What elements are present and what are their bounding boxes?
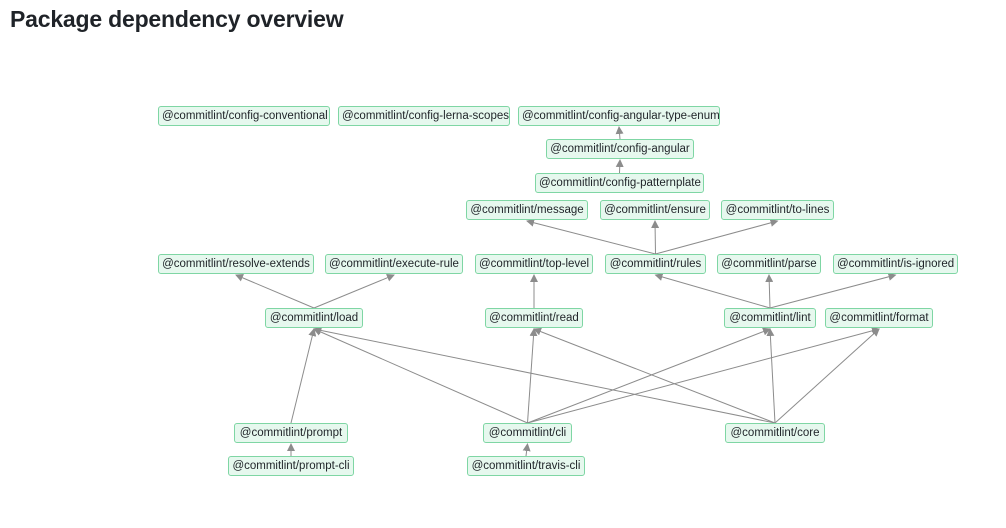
edge-core-to-read (533, 327, 776, 424)
package-node-core[interactable]: @commitlint/core (725, 423, 825, 443)
edge-load-to-resolve-extends (235, 274, 315, 309)
package-node-resolve-extends[interactable]: @commitlint/resolve-extends (158, 254, 314, 274)
edge-lint-to-rules (654, 273, 771, 309)
edge-cli-to-lint (527, 327, 771, 424)
package-node-lint[interactable]: @commitlint/lint (724, 308, 816, 328)
package-node-prompt-cli[interactable]: @commitlint/prompt-cli (228, 456, 354, 476)
package-node-config-angular-type-enum[interactable]: @commitlint/config-angular-type-enum (518, 106, 720, 126)
edge-prompt-to-load (290, 328, 317, 424)
edge-cli-to-format (527, 326, 880, 424)
edge-cli-to-read (527, 328, 538, 424)
edge-core-to-format (774, 328, 880, 424)
edge-lint-to-parse (765, 274, 774, 309)
edge-rules-to-ensure (651, 220, 660, 255)
package-node-config-angular[interactable]: @commitlint/config-angular (546, 139, 694, 159)
package-node-config-patternplate[interactable]: @commitlint/config-patternplate (535, 173, 704, 193)
package-node-to-lines[interactable]: @commitlint/to-lines (721, 200, 834, 220)
package-node-format[interactable]: @commitlint/format (825, 308, 933, 328)
package-node-execute-rule[interactable]: @commitlint/execute-rule (325, 254, 463, 274)
package-node-ensure[interactable]: @commitlint/ensure (600, 200, 710, 220)
edge-cli-to-load (313, 328, 528, 424)
package-node-parse[interactable]: @commitlint/parse (717, 254, 821, 274)
edge-core-to-lint (766, 328, 776, 424)
edge-config-patternplate-to-config-angular (615, 159, 624, 174)
package-node-cli[interactable]: @commitlint/cli (483, 423, 572, 443)
package-node-prompt[interactable]: @commitlint/prompt (234, 423, 348, 443)
package-node-load[interactable]: @commitlint/load (265, 308, 363, 328)
page-title: Package dependency overview (10, 6, 344, 32)
edge-lint-to-is-ignored (769, 272, 897, 309)
package-node-travis-cli[interactable]: @commitlint/travis-cli (467, 456, 585, 476)
edge-travis-cli-to-cli (522, 443, 531, 457)
edge-rules-to-message (526, 218, 656, 255)
edge-config-angular-to-config-angular-type-enum (615, 126, 624, 140)
package-node-message[interactable]: @commitlint/message (466, 200, 588, 220)
edge-core-to-load (313, 326, 776, 424)
edge-load-to-execute-rule (313, 273, 395, 309)
package-node-rules[interactable]: @commitlint/rules (605, 254, 706, 274)
package-node-config-lerna-scopes[interactable]: @commitlint/config-lerna-scopes (338, 106, 510, 126)
package-node-is-ignored[interactable]: @commitlint/is-ignored (833, 254, 958, 274)
edge-rules-to-to-lines (655, 218, 779, 255)
package-node-config-conventional[interactable]: @commitlint/config-conventional (158, 106, 330, 126)
package-node-top-level[interactable]: @commitlint/top-level (475, 254, 593, 274)
package-node-read[interactable]: @commitlint/read (485, 308, 583, 328)
